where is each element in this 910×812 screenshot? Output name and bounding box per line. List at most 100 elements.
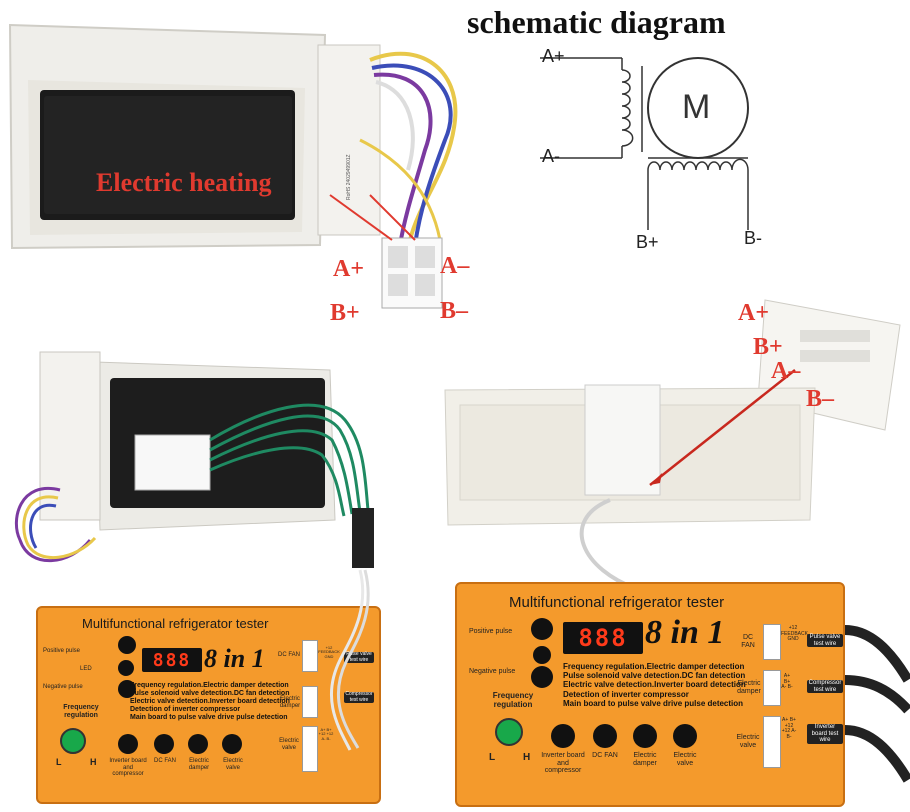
damper-photo-bottom-right: A+ B+ A– B– [440, 270, 910, 592]
led-display: 888 [563, 622, 643, 654]
negative-pulse-button[interactable] [531, 666, 553, 688]
inverter-compressor-label: Inverter board and compressor [109, 758, 147, 778]
inverter-board-tag: Inverter board test wire [807, 724, 843, 744]
pin-label-a-plus: A+ [333, 256, 365, 282]
electric-damper-port[interactable] [763, 670, 781, 706]
feature-item: Electric valve detection.Inverter board … [130, 698, 290, 706]
positive-pulse-button[interactable] [118, 636, 136, 654]
pin-label-b-plus: B+ [330, 300, 360, 326]
feature-item: Main board to pulse valve drive pulse de… [563, 698, 744, 708]
electric-damper-pins-label: A+ B+ A- B- [781, 673, 793, 690]
bottom-left-illustration [14, 351, 374, 568]
feature-item: Main board to pulse valve drive pulse de… [130, 714, 288, 722]
led-label: LED [80, 666, 92, 672]
electric-valve-button-label: Electric valve [223, 758, 243, 771]
schematic-label-a-minus: A- [542, 146, 560, 166]
schematic-title: schematic diagram [467, 4, 726, 40]
connector-pin-a-minus: A– [771, 358, 801, 384]
negative-pulse-button[interactable] [118, 680, 136, 698]
pulse-valve-tag: Pulse valve test wire [807, 634, 843, 648]
svg-text:RoHS 2402949901Z: RoHS 2402949901Z [346, 154, 352, 200]
connector-pin-a-plus: A+ [738, 300, 770, 326]
dc-fan-port[interactable] [763, 624, 781, 660]
led-display: 888 [142, 648, 202, 672]
electric-heating-callout: Electric heating [96, 168, 272, 197]
dc-fan-port-label: DC FAN [278, 652, 301, 658]
electric-damper-button-label: Electric damper [188, 758, 210, 771]
dc-fan-port[interactable] [302, 640, 318, 672]
brand-8-in-1: 8 in 1 [204, 644, 265, 673]
led-indicator [118, 660, 134, 676]
pulse-valve-tag: Pulse valve test wire [344, 651, 374, 663]
feature-list: Frequency regulation.Electric damper det… [563, 662, 746, 708]
right-tester-cables [844, 625, 910, 783]
schematic-diagram: A+ A- M B+ B- [530, 40, 790, 260]
feature-item: Pulse solenoid valve detection.DC fan de… [563, 671, 746, 681]
inverter-compressor-button[interactable] [118, 734, 138, 754]
electric-damper-button[interactable] [633, 724, 657, 748]
compressor-tag: Compressor test wire [807, 680, 843, 694]
frequency-knob[interactable] [60, 728, 86, 754]
electric-valve-port-label: Electric valve [736, 734, 760, 749]
damper-photo-top-left: RoHS 2402949901Z Electric heating A+ A– … [0, 0, 480, 330]
schematic-label-motor: M [682, 88, 711, 126]
damper-photo-bottom-left [0, 340, 440, 610]
stepper-motor-schematic [540, 57, 749, 230]
negative-pulse-label: Negative pulse [469, 668, 516, 675]
negative-pulse-label: Negative pulse [43, 684, 83, 690]
left-tester-cable [330, 569, 370, 751]
feature-item: Pulse solenoid valve detection.DC fan de… [130, 690, 290, 698]
electric-valve-port[interactable] [302, 726, 318, 772]
inverter-compressor-button[interactable] [551, 724, 575, 748]
feature-item: Electric valve detection.Inverter board … [563, 680, 746, 690]
electric-valve-pins-label: A+ B+ +12 +12 A- B- [318, 727, 334, 741]
schematic-label-b-minus: B- [744, 228, 762, 248]
electric-valve-port-label: Electric valve [279, 738, 299, 751]
low-label: L [56, 757, 62, 767]
dc-fan-button-label: DC FAN [592, 752, 618, 759]
frequency-regulation-label: Frequency regulation [492, 691, 534, 709]
feature-list: Frequency regulation.Electric damper det… [130, 682, 290, 722]
dc-fan-pins-label: +12 FEEDBACK GND [781, 625, 808, 642]
dc-fan-button[interactable] [593, 724, 617, 748]
frequency-knob[interactable] [495, 718, 523, 746]
electric-valve-button[interactable] [673, 724, 697, 748]
feature-item: Detection of inverter compressor [563, 689, 689, 699]
tester-device-right: Multifunctional refrigerator tester Posi… [455, 582, 845, 807]
dc-fan-pins-label: +12 FEEDBACK GND [318, 645, 340, 659]
electric-valve-button[interactable] [222, 734, 242, 754]
electric-damper-button[interactable] [188, 734, 208, 754]
compressor-tag: Compressor test wire [344, 691, 374, 703]
tester-title: Multifunctional refrigerator tester [509, 594, 725, 611]
electric-damper-port-label: Electric damper [737, 680, 761, 695]
connector-pin-b-plus: B+ [753, 334, 783, 360]
positive-pulse-label: Positive pulse [469, 628, 513, 635]
dc-fan-button-label: DC FAN [153, 758, 176, 764]
high-label: H [523, 752, 531, 763]
damper-photo-illustration: RoHS 2402949901Z [8, 23, 458, 309]
feature-item: Frequency regulation.Electric damper det… [130, 682, 289, 689]
dc-fan-button[interactable] [154, 734, 174, 754]
pin-label-b-minus: B– [440, 298, 469, 324]
positive-pulse-label: Positive pulse [43, 648, 81, 654]
pin-label-a-minus: A– [440, 253, 470, 279]
electric-damper-button-label: Electric damper [633, 752, 657, 767]
feature-item: Detection of inverter compressor [130, 706, 241, 714]
electric-valve-button-label: Electric valve [673, 752, 697, 767]
inverter-compressor-label: Inverter board and compressor [541, 752, 585, 775]
electric-damper-port-label: Electric damper [279, 696, 301, 709]
low-label: L [489, 752, 496, 763]
electric-damper-port[interactable] [302, 686, 318, 718]
schematic-label-b-plus: B+ [636, 232, 659, 252]
positive-pulse-button[interactable] [531, 618, 553, 640]
frequency-regulation-label: Frequency regulation [63, 704, 99, 719]
schematic-label-a-plus: A+ [542, 46, 565, 66]
electric-valve-port[interactable] [763, 716, 781, 768]
connector-pin-b-minus: B– [806, 386, 835, 412]
dc-fan-port-label: DC FAN [741, 634, 755, 649]
tester-title: Multifunctional refrigerator tester [82, 616, 269, 631]
feature-item: Frequency regulation.Electric damper det… [563, 662, 745, 671]
led-indicator [533, 646, 551, 664]
tester-device-left: Multifunctional refrigerator tester Posi… [36, 606, 381, 804]
electric-valve-pins-label: A+ B+ +12 +12 A- B- [781, 717, 797, 740]
